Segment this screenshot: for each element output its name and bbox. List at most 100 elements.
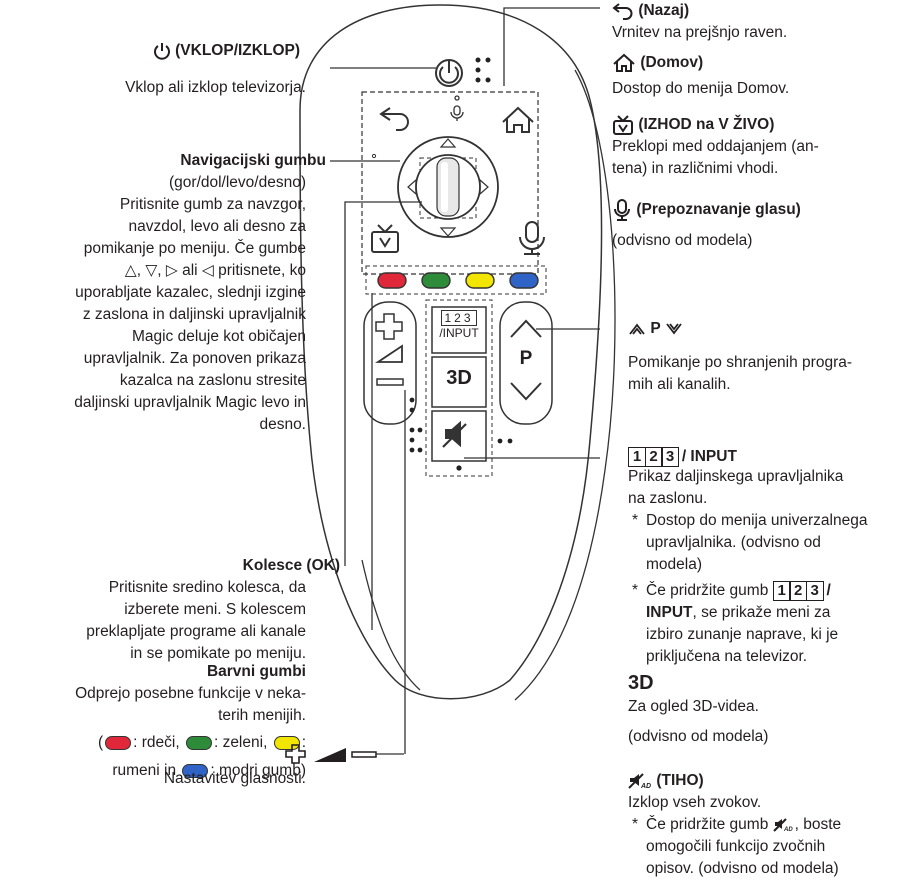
note-line: opisov. (odvisno od modela) bbox=[646, 860, 839, 877]
nav-line: pomikanje po meniju. Če gumbe bbox=[83, 240, 306, 257]
remote-home-icon bbox=[502, 106, 534, 133]
note-line: omogočili funkcijo zvočnih bbox=[646, 838, 826, 855]
note-line: priključena na televizor. bbox=[646, 648, 808, 665]
note2-input-bold: INPUT bbox=[646, 604, 693, 621]
wheel-line: in se pomikate po meniju. bbox=[130, 645, 306, 662]
power-icon bbox=[153, 42, 171, 60]
remote-back-icon bbox=[379, 107, 409, 131]
mute-desc: Izklop vseh zvokov. bbox=[628, 794, 762, 811]
remote-input-digits: 123 bbox=[441, 310, 477, 326]
note-line: , se prikaže meni za bbox=[692, 604, 831, 621]
remote-input-button bbox=[431, 306, 487, 354]
live-title: (IZHOD na V ŽIVO) bbox=[638, 116, 775, 134]
nav-line: kazalca na zaslonu stresite bbox=[119, 372, 306, 389]
live-block: (IZHOD na V ŽIVO) Preklopi med oddajanje… bbox=[612, 114, 917, 180]
remote-program-rocker bbox=[499, 301, 553, 425]
remote-3d-button bbox=[431, 356, 487, 408]
back-block: (Nazaj) Vrnitev na prejšnjo raven. bbox=[612, 0, 917, 44]
remote-arrow-down bbox=[439, 227, 457, 237]
mute-title: (TIHO) bbox=[656, 772, 704, 789]
note2-slash: / bbox=[826, 582, 831, 599]
remote-volume-minus bbox=[376, 378, 404, 386]
home-desc: Dostop do menija Domov. bbox=[612, 80, 790, 97]
back-title: (Nazaj) bbox=[638, 2, 690, 19]
svg-text:AD: AD bbox=[783, 827, 793, 833]
remote-program-down bbox=[510, 382, 542, 401]
remote-input-text: /INPUT bbox=[439, 326, 479, 340]
red-chip bbox=[105, 735, 132, 750]
mute-block: AD (TIHO) Izklop vseh zvokov. Če pridrži… bbox=[628, 770, 918, 880]
power-desc: Vklop ali izklop televizorja. bbox=[125, 79, 306, 96]
power-block: (VKLOP/IZKLOP) bbox=[0, 40, 300, 62]
remote-lower-edge bbox=[361, 559, 421, 691]
mic-icon bbox=[612, 198, 632, 222]
mute-note: Če pridržite gumb AD, boste omogočili fu… bbox=[628, 814, 918, 880]
remote-arrow-right bbox=[479, 178, 489, 196]
nav-line: (gor/dol/levo/desno) bbox=[169, 174, 306, 191]
nav-line: Magic deluje kot običajen bbox=[131, 328, 306, 345]
three-d-block: 3D Za ogled 3D-videa. (odvisno od modela… bbox=[628, 672, 918, 748]
input-digit-2: 2 bbox=[644, 447, 663, 467]
input-note-1: Dostop do menija univerzalnega upravljal… bbox=[628, 510, 918, 576]
voice-title: (Prepoznavanje glasu) bbox=[636, 201, 801, 219]
note-line: izbiro zunanje naprave, ki je bbox=[646, 626, 839, 643]
red-label: : rdeči, bbox=[133, 734, 180, 751]
remote-mute-icon bbox=[442, 420, 467, 448]
color-legend-1: (: rdeči, : zeleni, : bbox=[0, 732, 306, 754]
three-d-note: (odvisno od modela) bbox=[628, 728, 769, 745]
remote-arrow-up bbox=[439, 138, 457, 148]
live-line: tena) in različnimi vhodi. bbox=[612, 160, 779, 178]
prog-block: P Pomikanje po shranjenih progra- mih al… bbox=[628, 318, 918, 396]
voice-desc: (odvisno od modela) bbox=[612, 232, 753, 249]
input-notes: Dostop do menija univerzalnega upravljal… bbox=[628, 510, 918, 668]
input-line: na zaslonu. bbox=[628, 490, 708, 507]
remote-blue-button bbox=[509, 272, 539, 289]
wheel-desc: Pritisnite sredino kolesca, da izberete … bbox=[20, 577, 306, 665]
voice-block: (Prepoznavanje glasu) (odvisno od modela… bbox=[612, 198, 917, 252]
nav-line: uporabljate kazalec, slednji izgine bbox=[75, 284, 306, 301]
input-digit-3: 3 bbox=[661, 447, 679, 467]
live-tv-icon bbox=[612, 114, 634, 136]
remote-arrow-left bbox=[407, 178, 417, 196]
yellow-word: rumeni in bbox=[112, 762, 177, 779]
input-title: / INPUT bbox=[681, 448, 737, 465]
live-line: Preklopi med oddajanjem (an- bbox=[612, 138, 819, 156]
color-line: Odprejo posebne funkcije v neka- bbox=[75, 685, 306, 702]
yellow-chip bbox=[273, 735, 300, 750]
note2-digit-2: 2 bbox=[789, 581, 808, 601]
back-icon bbox=[612, 2, 634, 20]
note2-digit-1: 1 bbox=[772, 581, 791, 601]
remote-mute-button bbox=[431, 410, 487, 462]
remote-input-label: 123 /INPUT bbox=[432, 310, 486, 340]
three-d-label: 3D bbox=[628, 672, 654, 694]
remote-3d-label: 3D bbox=[446, 367, 472, 389]
prog-p-label: P bbox=[650, 320, 661, 337]
mute-inline-icon: AD bbox=[772, 817, 795, 833]
volume-icons bbox=[285, 744, 404, 764]
volume-triangle-icon bbox=[314, 748, 346, 762]
three-d-desc: Za ogled 3D-videa. bbox=[628, 698, 759, 715]
color-title: Barvni gumbi bbox=[206, 663, 306, 680]
remote-p-label: P bbox=[519, 348, 533, 369]
leader-wheel bbox=[344, 201, 422, 566]
mute-icon: AD bbox=[628, 772, 652, 790]
green-label: : zeleni, bbox=[213, 734, 268, 751]
remote-dots-left bbox=[409, 397, 423, 453]
remote-power-button bbox=[435, 59, 463, 87]
blue-chip bbox=[182, 763, 209, 778]
volume-desc: Nastavitev glasnosti. bbox=[163, 770, 306, 787]
home-title: (Domov) bbox=[640, 54, 704, 71]
leader-lines bbox=[330, 7, 600, 754]
remote-green-button bbox=[421, 272, 451, 289]
remote-volume-triangle bbox=[375, 344, 403, 363]
remote-voice-icon bbox=[519, 221, 545, 255]
nav-title: Navigacijski gumbu bbox=[180, 152, 326, 169]
remote-color-buttons bbox=[377, 272, 539, 289]
remote-nav-ring bbox=[397, 136, 499, 238]
remote-nav-dashed-box bbox=[361, 91, 539, 275]
remote-volume-rocker bbox=[363, 301, 417, 425]
back-desc: Vrnitev na prejšnjo raven. bbox=[612, 24, 788, 41]
color-legend-2: rumeni in : modri gumb) bbox=[0, 760, 306, 782]
